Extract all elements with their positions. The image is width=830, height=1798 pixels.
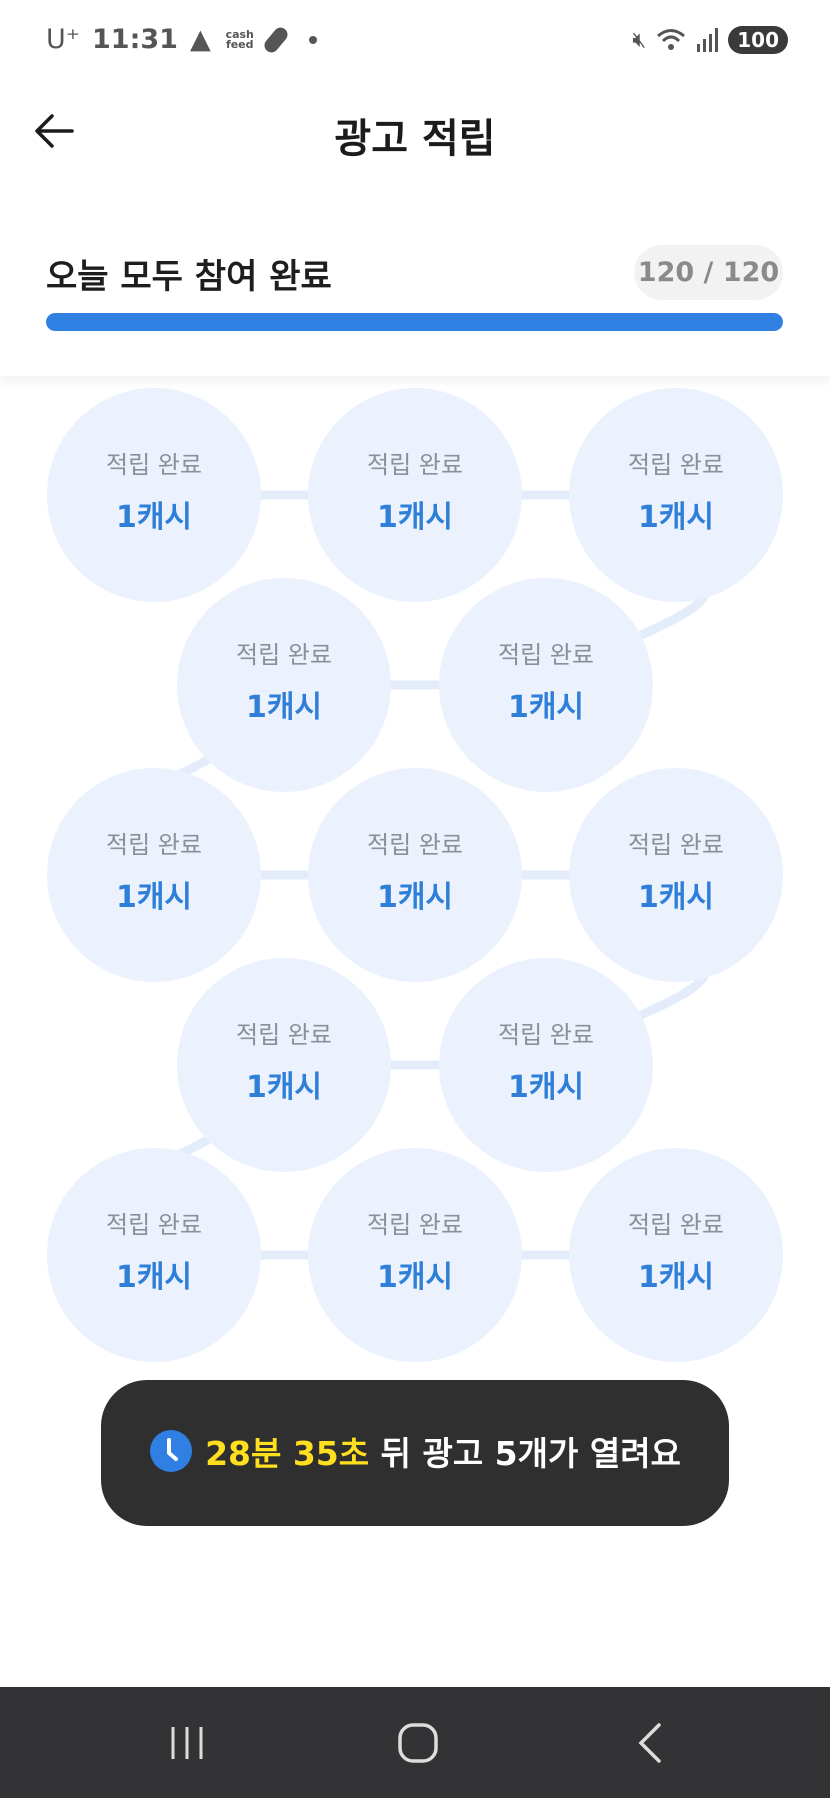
reward-node-status: 적립 완료 <box>498 1021 594 1049</box>
progress-bar <box>46 313 783 331</box>
battery-level: 100 <box>728 26 788 54</box>
wifi-icon <box>657 29 686 50</box>
reward-node-amount: 1캐시 <box>246 690 322 725</box>
reward-node <box>569 768 783 982</box>
reward-node-status: 적립 완료 <box>498 641 594 669</box>
reward-node-status: 적립 완료 <box>628 451 724 479</box>
reward-node-amount: 1캐시 <box>377 1260 453 1295</box>
home-button[interactable] <box>390 1715 446 1771</box>
reward-node <box>308 388 522 602</box>
reward-node-amount: 1캐시 <box>116 500 192 535</box>
carrier-label: U⁺ <box>46 24 81 55</box>
recent-apps-button[interactable] <box>159 1715 215 1771</box>
cashfeed-icon: cash feed <box>225 27 254 51</box>
reward-node-status: 적립 완료 <box>106 451 202 479</box>
reward-node <box>47 768 261 982</box>
app-header: 광고 적립 <box>0 86 830 181</box>
reward-node-amount: 1캐시 <box>638 1260 714 1295</box>
reward-node <box>439 958 653 1172</box>
progress-title: 오늘 모두 참여 완료 <box>46 257 332 297</box>
reward-node-amount: 1캐시 <box>246 1070 322 1105</box>
reward-node-status: 적립 완료 <box>367 451 463 479</box>
signal-icon <box>697 28 719 52</box>
reward-node <box>177 578 391 792</box>
reward-node <box>569 388 783 602</box>
reward-node-status: 적립 완료 <box>106 1211 202 1239</box>
reward-node-status: 적립 완료 <box>106 831 202 859</box>
reward-node <box>439 578 653 792</box>
back-icon <box>638 1723 661 1763</box>
progress-bar-fill <box>46 313 783 331</box>
reward-node <box>308 1148 522 1362</box>
status-bar: U⁺ 11:31 ▲ cash feed 🔇︎ 100 <box>0 0 830 86</box>
reward-node-status: 적립 완료 <box>236 641 332 669</box>
reward-node-amount: 1캐시 <box>377 880 453 915</box>
toast-countdown: 28분 35초 <box>205 1434 370 1473</box>
reward-node-status: 적립 완료 <box>628 1211 724 1239</box>
home-icon <box>398 1723 438 1763</box>
reward-node <box>569 1148 783 1362</box>
back-button[interactable] <box>30 106 80 156</box>
arrow-left-icon <box>35 114 74 148</box>
reward-node <box>308 768 522 982</box>
reward-node <box>177 958 391 1172</box>
unlock-timer-toast: 28분 35초 뒤 광고 5개가 열려요 <box>101 1380 729 1526</box>
page-title: 광고 적립 <box>334 116 496 162</box>
reward-node-status: 적립 완료 <box>236 1021 332 1049</box>
reward-node-status: 적립 완료 <box>628 831 724 859</box>
progress-card: 오늘 모두 참여 완료 120 / 120 <box>0 181 830 376</box>
warning-icon: ▲ <box>189 24 211 55</box>
system-back-button[interactable] <box>623 1715 679 1771</box>
reward-node-amount: 1캐시 <box>508 690 584 725</box>
reward-node-amount: 1캐시 <box>116 1260 192 1295</box>
reward-node-status: 적립 완료 <box>367 831 463 859</box>
mute-icon: 🔇︎ <box>632 27 647 53</box>
dot-icon <box>308 35 317 44</box>
toast-text: 뒤 광고 5개가 열려요 <box>369 1434 681 1473</box>
reward-node-amount: 1캐시 <box>638 500 714 535</box>
reward-node-amount: 1캐시 <box>116 880 192 915</box>
clock-icon <box>150 1430 193 1472</box>
recent-apps-icon <box>171 1727 203 1759</box>
reward-node-amount: 1캐시 <box>638 880 714 915</box>
reward-node-status: 적립 완료 <box>367 1211 463 1239</box>
system-nav-bar <box>0 1687 830 1798</box>
reward-node-amount: 1캐시 <box>377 500 453 535</box>
reward-node <box>47 388 261 602</box>
reward-node <box>47 1148 261 1362</box>
progress-count-badge: 120 / 120 <box>634 245 783 300</box>
toast-message: 28분 35초 뒤 광고 5개가 열려요 <box>205 1427 681 1475</box>
clock-time: 11:31 <box>92 24 178 55</box>
reward-node-amount: 1캐시 <box>508 1070 584 1105</box>
